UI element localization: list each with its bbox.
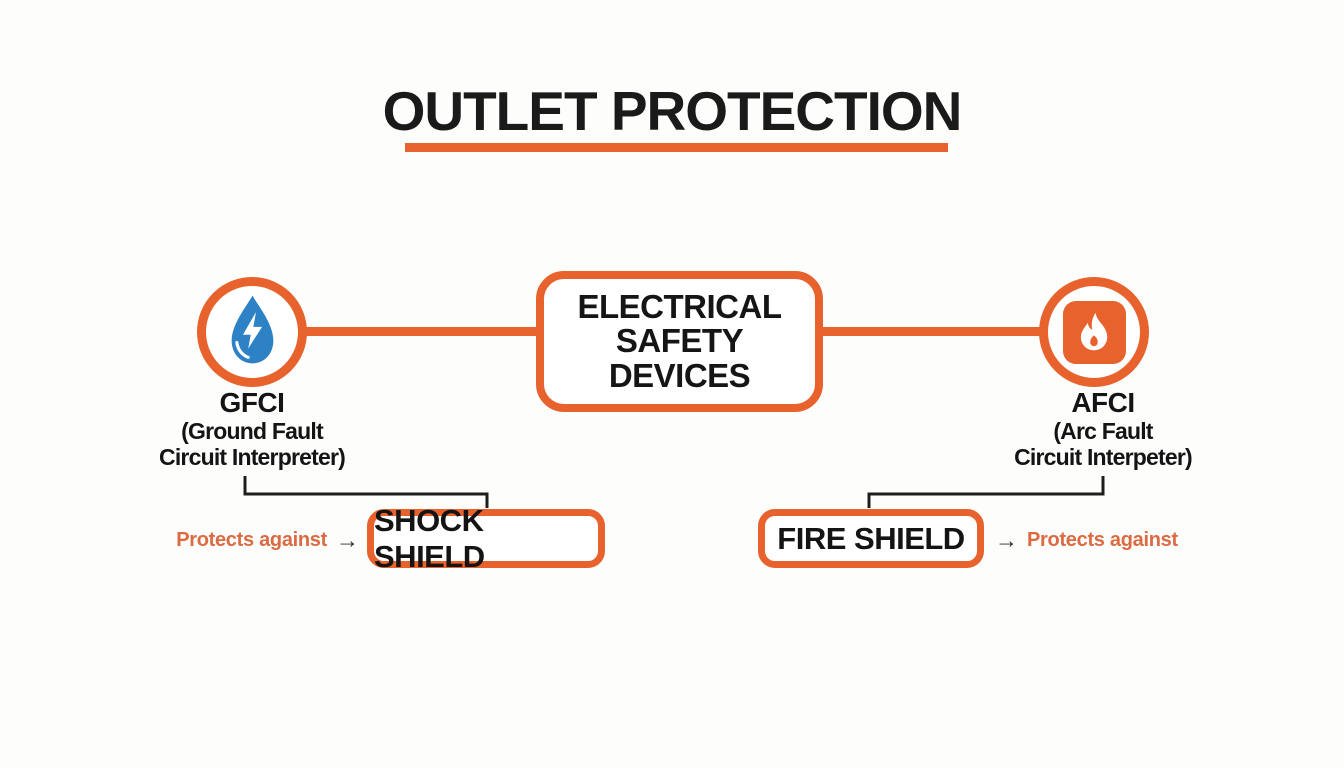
- hub-line-1: ELECTRICAL: [577, 288, 783, 326]
- afci-protects-text: Protects against: [1027, 528, 1178, 551]
- gfci-label: GFCI (Ground Fault Circuit Interpreter): [112, 387, 392, 471]
- gfci-expansion-line-2: Circuit Interpreter): [159, 444, 346, 471]
- afci-expansion-line-2: Circuit Interpeter): [1014, 444, 1193, 471]
- shock-shield-box: SHOCK SHIELD: [367, 503, 605, 574]
- afci-acronym: AFCI: [1071, 387, 1135, 418]
- fire-shield-box: FIRE SHIELD: [758, 509, 984, 568]
- shock-shield-text: SHOCK SHIELD: [374, 502, 485, 574]
- fire-shield-text: FIRE SHIELD: [777, 520, 965, 556]
- flame-icon: [1062, 300, 1126, 364]
- connector-line-hub-afci: [822, 327, 1044, 336]
- gfci-protects-text: Protects against: [176, 528, 327, 551]
- right-arrow-icon: →: [995, 526, 1018, 553]
- right-arrow-icon: →: [336, 526, 359, 553]
- afci-expansion-line-1: (Arc Fault: [1053, 418, 1153, 445]
- afci-label: AFCI (Arc Fault Circuit Interpeter): [963, 387, 1243, 471]
- page-title: OUTLET PROTECTION: [382, 80, 963, 142]
- hub-line-2: SAFETY: [615, 322, 744, 360]
- gfci-protects-label: Protects against →: [176, 527, 359, 553]
- afci-protects-label: → Protects against: [995, 527, 1178, 553]
- afci-to-fire-bracket: [867, 476, 1105, 508]
- gfci-expansion-line-1: (Ground Fault: [181, 418, 323, 445]
- water-drop-bolt-icon: [224, 293, 281, 371]
- gfci-node-circle: [197, 277, 307, 387]
- gfci-acronym: GFCI: [219, 387, 285, 418]
- title-underline: [405, 143, 948, 152]
- hub-line-3: DEVICES: [608, 356, 751, 394]
- hub-box-electrical-safety-devices: ELECTRICAL SAFETY DEVICES: [536, 271, 823, 412]
- connector-line-gfci-hub: [303, 327, 540, 336]
- afci-node-circle: [1039, 277, 1149, 387]
